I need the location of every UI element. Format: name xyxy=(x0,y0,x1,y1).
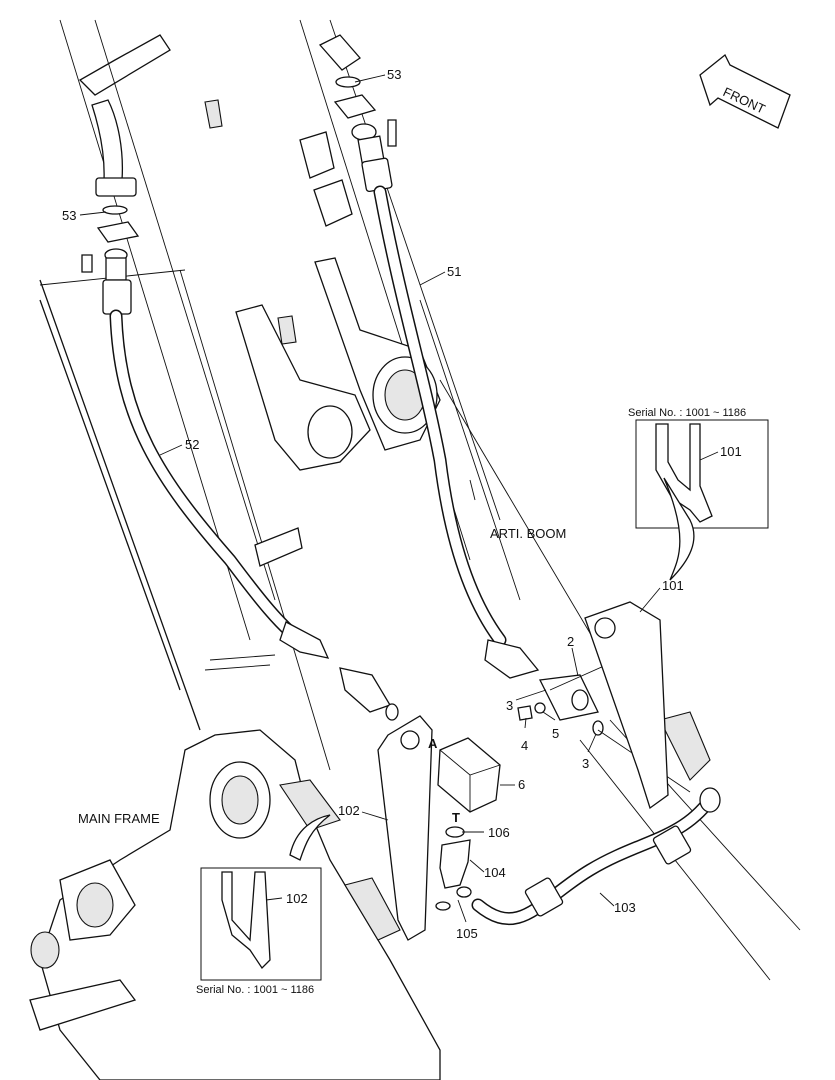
bracket-101 xyxy=(584,601,669,810)
callout-53-left: 53 xyxy=(62,208,76,223)
callout-4: 4 xyxy=(521,738,528,753)
serial-top-label: Serial No. : 1001 ~ 1186 xyxy=(628,407,746,419)
callout-6: 6 xyxy=(518,777,525,792)
callout-101: 101 xyxy=(662,578,684,593)
callout-106: 106 xyxy=(488,825,510,840)
main-frame-label: MAIN FRAME xyxy=(78,811,160,826)
callout-3b: 3 xyxy=(582,756,589,771)
callout-53-top: 53 xyxy=(387,67,401,82)
callout-101-inset: 101 xyxy=(720,444,742,459)
callout-104: 104 xyxy=(484,865,506,880)
valve-assembly xyxy=(517,649,691,793)
hose-103 xyxy=(471,787,721,925)
hose-52 xyxy=(78,34,399,721)
callout-51: 51 xyxy=(447,264,461,279)
serial-bottom-label: Serial No. : 1001 ~ 1186 xyxy=(196,984,314,996)
callout-5: 5 xyxy=(552,726,559,741)
callout-102-inset: 102 xyxy=(286,891,308,906)
front-direction-arrow: FRONT xyxy=(699,53,791,129)
arti-boom-structure xyxy=(39,19,601,771)
fittings-104-106 xyxy=(435,826,472,911)
callout-2: 2 xyxy=(567,634,574,649)
bracket-102 xyxy=(377,715,433,941)
callout-52: 52 xyxy=(185,437,199,452)
block-6 xyxy=(437,737,501,813)
inset-serial-top xyxy=(635,419,769,581)
callout-102: 102 xyxy=(338,803,360,818)
callout-103: 103 xyxy=(614,900,636,915)
inset-serial-bottom xyxy=(200,814,331,981)
arti-boom-label: ARTI. BOOM xyxy=(490,526,566,541)
callout-3a: 3 xyxy=(506,698,513,713)
leader-lines xyxy=(79,74,719,923)
hose-51 xyxy=(318,34,540,679)
port-t-label: T xyxy=(452,810,460,825)
callout-105: 105 xyxy=(456,926,478,941)
port-a-label: A xyxy=(428,736,438,751)
